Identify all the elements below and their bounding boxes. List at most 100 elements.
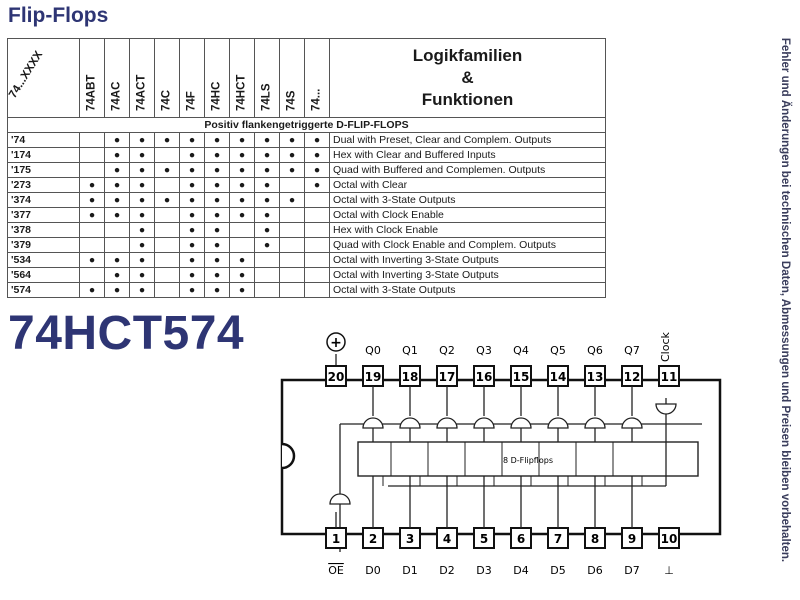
clock-buffer xyxy=(655,403,677,415)
support-dot: ● xyxy=(138,148,146,161)
input-label: D5 xyxy=(550,564,565,577)
logic-family-table: 74...XXXX 74ABT 74AC 74ACT 74C 74F 74HC … xyxy=(7,38,606,298)
family-label: 74AC xyxy=(110,81,123,111)
family-label: 74ABT xyxy=(85,74,98,111)
top-pin-number: 20 xyxy=(328,370,345,384)
support-dot: ● xyxy=(188,133,196,146)
family-cell xyxy=(254,252,280,268)
type-cell: '379 xyxy=(7,237,80,253)
family-cell: ● xyxy=(129,147,155,163)
bottom-pin-number: 6 xyxy=(517,532,525,546)
support-dot: ● xyxy=(113,193,121,206)
support-dot: ● xyxy=(188,238,196,251)
type-cell: '378 xyxy=(7,222,80,238)
header-line: Funktionen xyxy=(421,90,514,109)
family-cell: ● xyxy=(104,282,130,298)
support-dot: ● xyxy=(88,193,96,206)
support-dot: ● xyxy=(213,163,221,176)
family-header: 74HC xyxy=(204,38,230,118)
type-cell: '174 xyxy=(7,147,80,163)
family-cell: ● xyxy=(179,237,205,253)
family-cell: ● xyxy=(104,177,130,193)
support-dot: ● xyxy=(263,163,271,176)
output-buffer xyxy=(436,417,458,429)
support-dot: ● xyxy=(313,148,321,161)
top-pin xyxy=(325,365,347,387)
bottom-pin-number: 5 xyxy=(480,532,488,546)
output-buffer xyxy=(547,417,569,429)
section-title: Positiv flankengetriggerte D-FLIP-FLOPS xyxy=(7,117,606,133)
support-dot: ● xyxy=(238,178,246,191)
family-cell: ● xyxy=(204,147,230,163)
support-dot: ● xyxy=(138,193,146,206)
function-cell: Octal with Inverting 3-State Outputs xyxy=(329,267,606,283)
family-cell: ● xyxy=(79,252,105,268)
function-cell: Quad with Buffered and Complemen. Output… xyxy=(329,162,606,178)
support-dot: ● xyxy=(238,283,246,296)
support-dot: ● xyxy=(138,268,146,281)
family-cell: ● xyxy=(304,147,330,163)
support-dot: ● xyxy=(163,133,171,146)
support-dot: ● xyxy=(238,133,246,146)
bottom-pin-number: 1 xyxy=(332,532,340,546)
support-dot: ● xyxy=(213,283,221,296)
family-cell xyxy=(79,267,105,283)
family-cell: ● xyxy=(204,267,230,283)
family-cell: ● xyxy=(229,132,255,148)
family-cell: ● xyxy=(104,132,130,148)
output-buffer xyxy=(473,417,495,429)
family-cell: ● xyxy=(204,222,230,238)
family-cell: ● xyxy=(204,207,230,223)
support-dot: ● xyxy=(88,178,96,191)
family-cell: ● xyxy=(279,162,305,178)
flipflop-label: 8 D-Flipflops xyxy=(503,456,553,465)
function-cell: Octal with Clear xyxy=(329,177,606,193)
family-cell: ● xyxy=(179,162,205,178)
input-label: D4 xyxy=(513,564,528,577)
support-dot: ● xyxy=(188,163,196,176)
support-dot: ● xyxy=(213,193,221,206)
family-header: 74ACT xyxy=(129,38,155,118)
family-cell: ● xyxy=(204,192,230,208)
family-cell: ● xyxy=(229,252,255,268)
support-dot: ● xyxy=(263,148,271,161)
family-cell: ● xyxy=(129,267,155,283)
support-dot: ● xyxy=(138,223,146,236)
function-cell: Dual with Preset, Clear and Complem. Out… xyxy=(329,132,606,148)
family-cell: ● xyxy=(129,282,155,298)
family-cell: ● xyxy=(104,162,130,178)
corner-header: 74...XXXX xyxy=(7,38,80,118)
family-cell xyxy=(229,237,255,253)
output-label: Q5 xyxy=(550,344,566,357)
table-row: '377●●●●●●●Octal with Clock Enable xyxy=(7,207,606,223)
output-label: Q4 xyxy=(513,344,529,357)
family-cell xyxy=(104,237,130,253)
family-cell: ● xyxy=(129,132,155,148)
vcc-symbol: + xyxy=(330,335,342,351)
family-cell: ● xyxy=(179,132,205,148)
family-cell: ● xyxy=(79,192,105,208)
family-cell xyxy=(154,267,180,283)
bottom-pin-number: 7 xyxy=(554,532,562,546)
top-pin xyxy=(658,365,680,387)
output-label: Q2 xyxy=(439,344,455,357)
support-dot: ● xyxy=(188,253,196,266)
family-cell: ● xyxy=(204,237,230,253)
family-label: 74... xyxy=(310,88,323,111)
input-label: D1 xyxy=(402,564,417,577)
family-cell: ● xyxy=(179,207,205,223)
bottom-pin-number: 8 xyxy=(591,532,599,546)
support-dot: ● xyxy=(113,163,121,176)
family-cell: ● xyxy=(154,132,180,148)
family-label: 74HCT xyxy=(235,74,248,111)
support-dot: ● xyxy=(138,178,146,191)
family-cell: ● xyxy=(229,207,255,223)
table-row: '74●●●●●●●●●Dual with Preset, Clear and … xyxy=(7,132,606,148)
support-dot: ● xyxy=(213,268,221,281)
family-header: 74S xyxy=(279,38,305,118)
family-cell xyxy=(304,192,330,208)
family-cell xyxy=(279,222,305,238)
family-cell: ● xyxy=(304,177,330,193)
family-cell: ● xyxy=(79,207,105,223)
function-cell: Octal with Inverting 3-State Outputs xyxy=(329,252,606,268)
